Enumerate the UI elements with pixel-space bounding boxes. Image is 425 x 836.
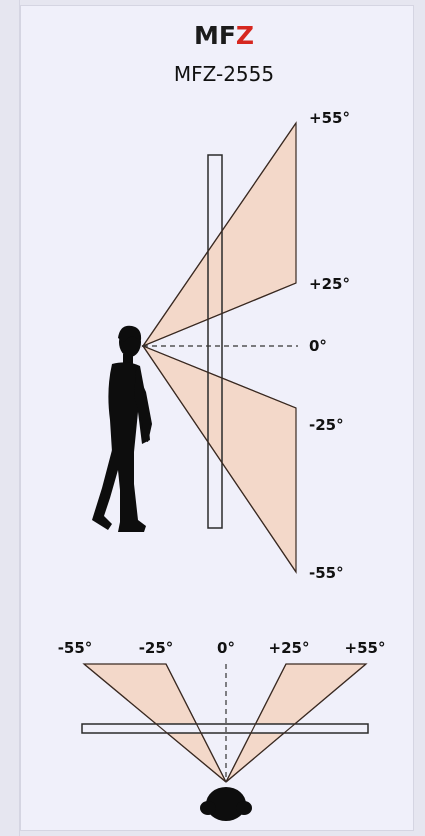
ray-minus-55 (142, 345, 297, 573)
side-label-plus-25: +25° (309, 275, 350, 293)
top-ray-plus-55 (225, 663, 367, 783)
head-top-view-icon (200, 787, 252, 821)
top-label-minus-25: -25° (139, 639, 174, 657)
person-silhouette-icon (92, 325, 152, 532)
ray-plus-25 (142, 282, 297, 347)
ray-plus-55 (142, 122, 297, 347)
brand-logo: MFZ (194, 21, 254, 50)
ray-minus-25 (142, 345, 297, 409)
left-strip (0, 0, 20, 836)
side-label-minus-25: -25° (309, 416, 344, 434)
brand-suffix: Z (236, 21, 254, 50)
top-ray-minus-25 (165, 663, 227, 783)
model-number: MFZ-2555 (174, 62, 274, 86)
top-label-zero: 0° (217, 639, 235, 657)
display-panel-side (207, 154, 223, 529)
top-ray-minus-55 (83, 663, 227, 783)
top-label-plus-55: +55° (345, 639, 386, 657)
brand-prefix: MF (194, 21, 236, 50)
top-ray-plus-25 (225, 663, 287, 783)
top-label-plus-25: +25° (269, 639, 310, 657)
display-panel-top (81, 723, 369, 734)
top-label-minus-55: -55° (58, 639, 93, 657)
side-label-plus-55: +55° (309, 109, 350, 127)
side-label-zero: 0° (309, 337, 327, 355)
side-label-minus-55: -55° (309, 564, 344, 582)
